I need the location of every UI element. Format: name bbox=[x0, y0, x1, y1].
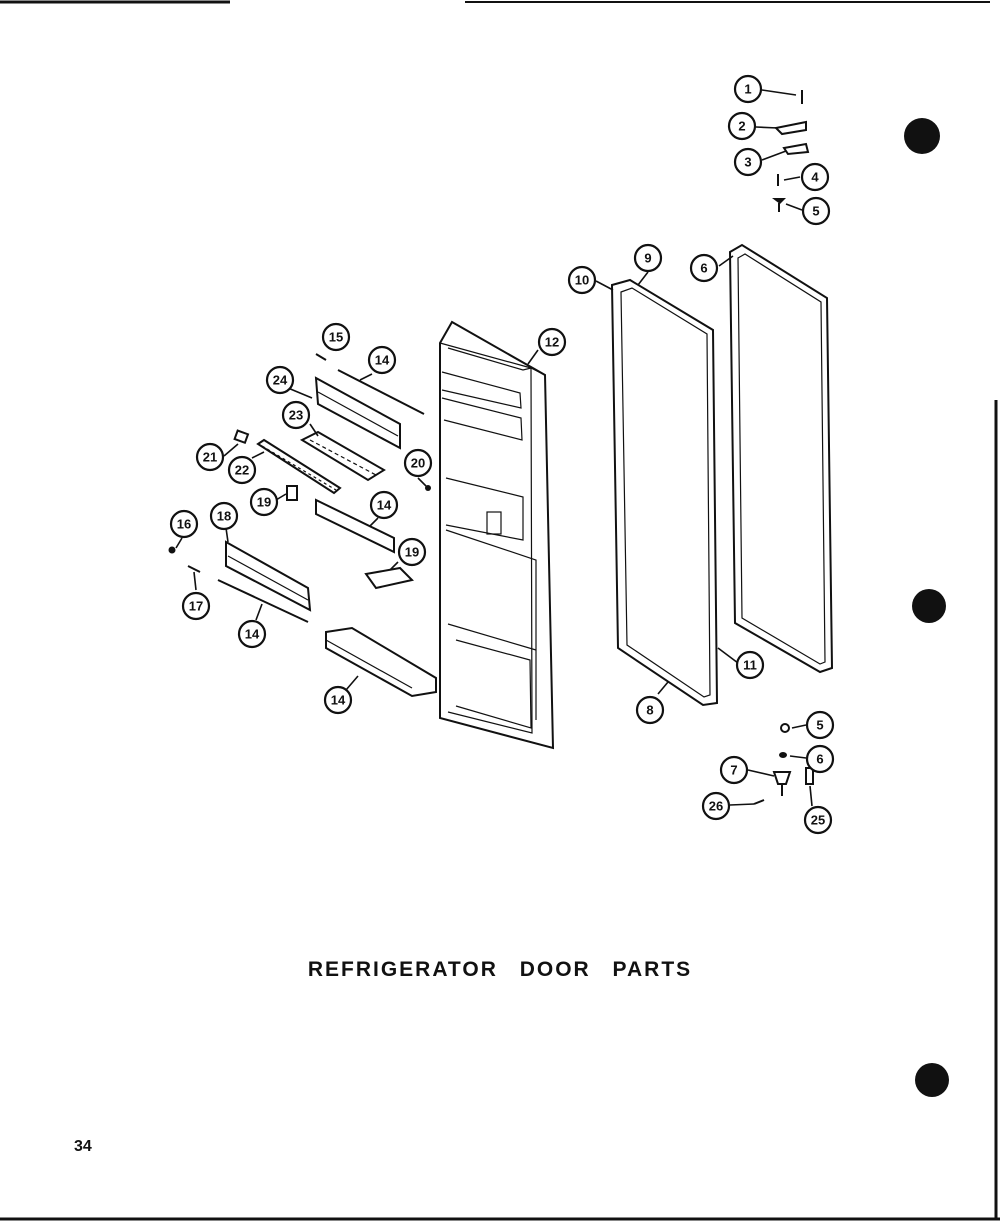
callout-8: 8 bbox=[635, 695, 665, 725]
callout-10: 10 bbox=[567, 265, 597, 295]
top-hinge-parts bbox=[772, 90, 810, 212]
svg-text:3: 3 bbox=[744, 155, 751, 170]
svg-text:14: 14 bbox=[331, 693, 346, 708]
svg-text:15: 15 bbox=[329, 330, 343, 345]
plug-part bbox=[168, 546, 176, 554]
diagram-title: REFRIGERATOR DOOR PARTS bbox=[307, 958, 693, 981]
callout-3: 3 bbox=[733, 147, 763, 177]
callout-14-bottom: 14 bbox=[323, 685, 353, 715]
shelf-bar-lower bbox=[217, 579, 309, 623]
svg-text:2: 2 bbox=[738, 119, 745, 134]
svg-text:24: 24 bbox=[273, 373, 288, 388]
svg-text:5: 5 bbox=[812, 204, 819, 219]
svg-text:23: 23 bbox=[289, 408, 303, 423]
callout-6-bottom: 6 bbox=[805, 744, 835, 774]
binder-hole-bottom bbox=[915, 1063, 949, 1097]
pin-part-lower bbox=[187, 565, 201, 573]
egg-tray bbox=[299, 430, 386, 482]
callout-17-bottom: 17 bbox=[181, 591, 211, 621]
callout-19-top: 19 bbox=[249, 487, 279, 517]
page-number: 34 bbox=[74, 1138, 92, 1155]
svg-text:21: 21 bbox=[203, 450, 217, 465]
svg-text:1: 1 bbox=[744, 82, 751, 97]
callout-15-bottom: 14 bbox=[237, 619, 267, 649]
callout-20: 20 bbox=[403, 448, 433, 478]
callout-5-bottom: 5 bbox=[805, 710, 835, 740]
bottom-bin bbox=[325, 626, 437, 698]
svg-text:14: 14 bbox=[377, 498, 392, 513]
callout-18: 18 bbox=[209, 501, 239, 531]
callout-23: 23 bbox=[281, 400, 311, 430]
callout-24: 24 bbox=[265, 365, 295, 395]
pin-part-upper bbox=[315, 353, 327, 361]
small-tray bbox=[364, 566, 414, 590]
callout-26: 26 bbox=[701, 791, 731, 821]
svg-text:7: 7 bbox=[730, 763, 737, 778]
svg-text:19: 19 bbox=[257, 495, 271, 510]
svg-text:5: 5 bbox=[816, 718, 823, 733]
door-gasket bbox=[728, 243, 834, 674]
callout-11: 11 bbox=[735, 650, 765, 680]
callout-4: 4 bbox=[800, 162, 830, 192]
svg-text:26: 26 bbox=[709, 799, 723, 814]
callout-12: 12 bbox=[537, 327, 567, 357]
binder-hole-top bbox=[904, 118, 940, 154]
middle-shelf bbox=[315, 498, 395, 554]
svg-text:19: 19 bbox=[405, 545, 419, 560]
callout-9: 9 bbox=[633, 243, 663, 273]
door-liner bbox=[439, 320, 555, 750]
upper-shelf bbox=[314, 376, 401, 450]
svg-text:11: 11 bbox=[743, 658, 757, 673]
svg-text:20: 20 bbox=[411, 456, 425, 471]
door-breaker-frame bbox=[610, 278, 719, 707]
svg-text:16: 16 bbox=[177, 517, 191, 532]
svg-text:9: 9 bbox=[644, 251, 651, 266]
callout-16: 16 bbox=[169, 509, 199, 539]
callout-22: 22 bbox=[227, 455, 257, 485]
svg-text:25: 25 bbox=[811, 813, 825, 828]
svg-text:12: 12 bbox=[545, 335, 559, 350]
screw-part bbox=[425, 485, 431, 491]
callout-5-top: 5 bbox=[801, 196, 831, 226]
dairy-rail bbox=[256, 438, 342, 495]
lower-shelf-panel bbox=[225, 540, 312, 612]
svg-text:4: 4 bbox=[811, 170, 819, 185]
callout-21: 21 bbox=[195, 442, 225, 472]
binder-hole-middle bbox=[912, 589, 946, 623]
svg-text:6: 6 bbox=[700, 261, 707, 276]
svg-text:18: 18 bbox=[217, 509, 231, 524]
leader-lines bbox=[175, 89, 813, 807]
callout-2: 2 bbox=[727, 111, 757, 141]
callout-7: 7 bbox=[719, 755, 749, 785]
svg-text:17: 17 bbox=[189, 599, 203, 614]
callout-15-top: 14 bbox=[367, 345, 397, 375]
callout-25: 25 bbox=[803, 805, 833, 835]
clip-part bbox=[233, 429, 250, 445]
callout-14-top: 14 bbox=[369, 490, 399, 520]
bottom-hinge-parts bbox=[753, 723, 814, 805]
svg-text:14: 14 bbox=[375, 353, 390, 368]
callout-6-top: 6 bbox=[689, 253, 719, 283]
callout-1: 1 bbox=[733, 74, 763, 104]
svg-text:8: 8 bbox=[646, 703, 653, 718]
callout-19-bottom: 19 bbox=[397, 537, 427, 567]
svg-text:10: 10 bbox=[575, 273, 589, 288]
svg-text:6: 6 bbox=[816, 752, 823, 767]
svg-text:22: 22 bbox=[235, 463, 249, 478]
callout-17-top: 15 bbox=[321, 322, 351, 352]
shelf-bar-upper bbox=[337, 369, 425, 415]
svg-text:14: 14 bbox=[245, 627, 260, 642]
small-bracket bbox=[286, 485, 298, 501]
